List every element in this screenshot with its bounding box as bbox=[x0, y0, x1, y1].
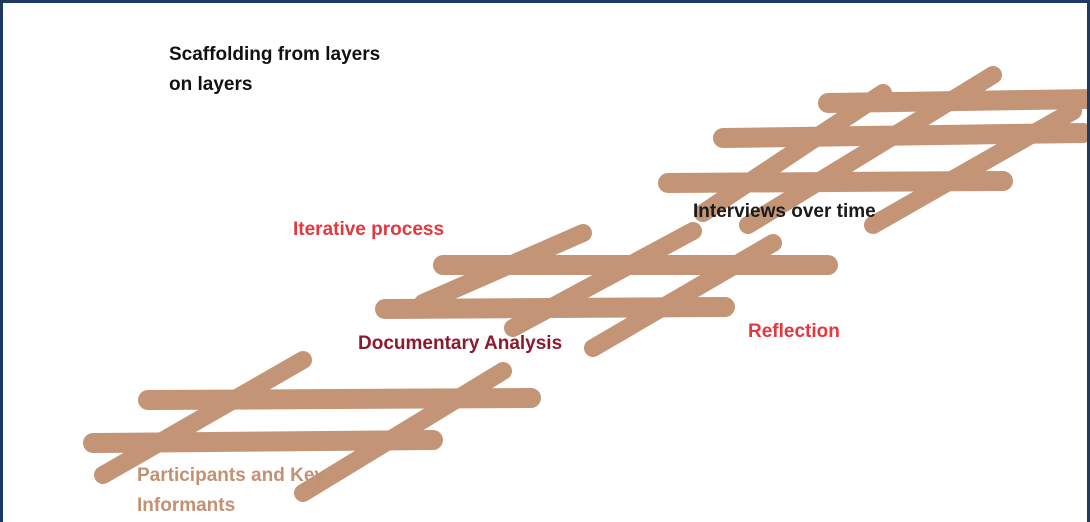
scaffold-bar bbox=[94, 351, 312, 484]
label-documentary-analysis: Documentary Analysis bbox=[358, 333, 563, 354]
label-reflection: Reflection bbox=[748, 321, 840, 342]
label-participants: Participants and Key Informants bbox=[137, 461, 325, 521]
scaffold-bar bbox=[739, 66, 1002, 234]
participants-line1: Participants and Key bbox=[137, 465, 325, 486]
scaffold-bar bbox=[294, 362, 512, 502]
scaffold-drawing bbox=[83, 66, 1087, 502]
title-line1: Scaffolding from layers bbox=[169, 44, 381, 65]
scaffold-bar bbox=[694, 84, 892, 222]
diagram-title: Scaffolding from layers on layers bbox=[169, 40, 380, 100]
scaffold-bar bbox=[504, 222, 702, 337]
scaffold-bar bbox=[864, 102, 1082, 234]
label-interviews-over-time: Interviews over time bbox=[693, 201, 876, 222]
label-iterative-process: Iterative process bbox=[293, 219, 445, 240]
title-line2: on layers bbox=[169, 74, 253, 95]
scaffold-bar bbox=[414, 224, 592, 312]
participants-line2: Informants bbox=[137, 495, 236, 516]
scaffold-bar bbox=[584, 234, 782, 357]
